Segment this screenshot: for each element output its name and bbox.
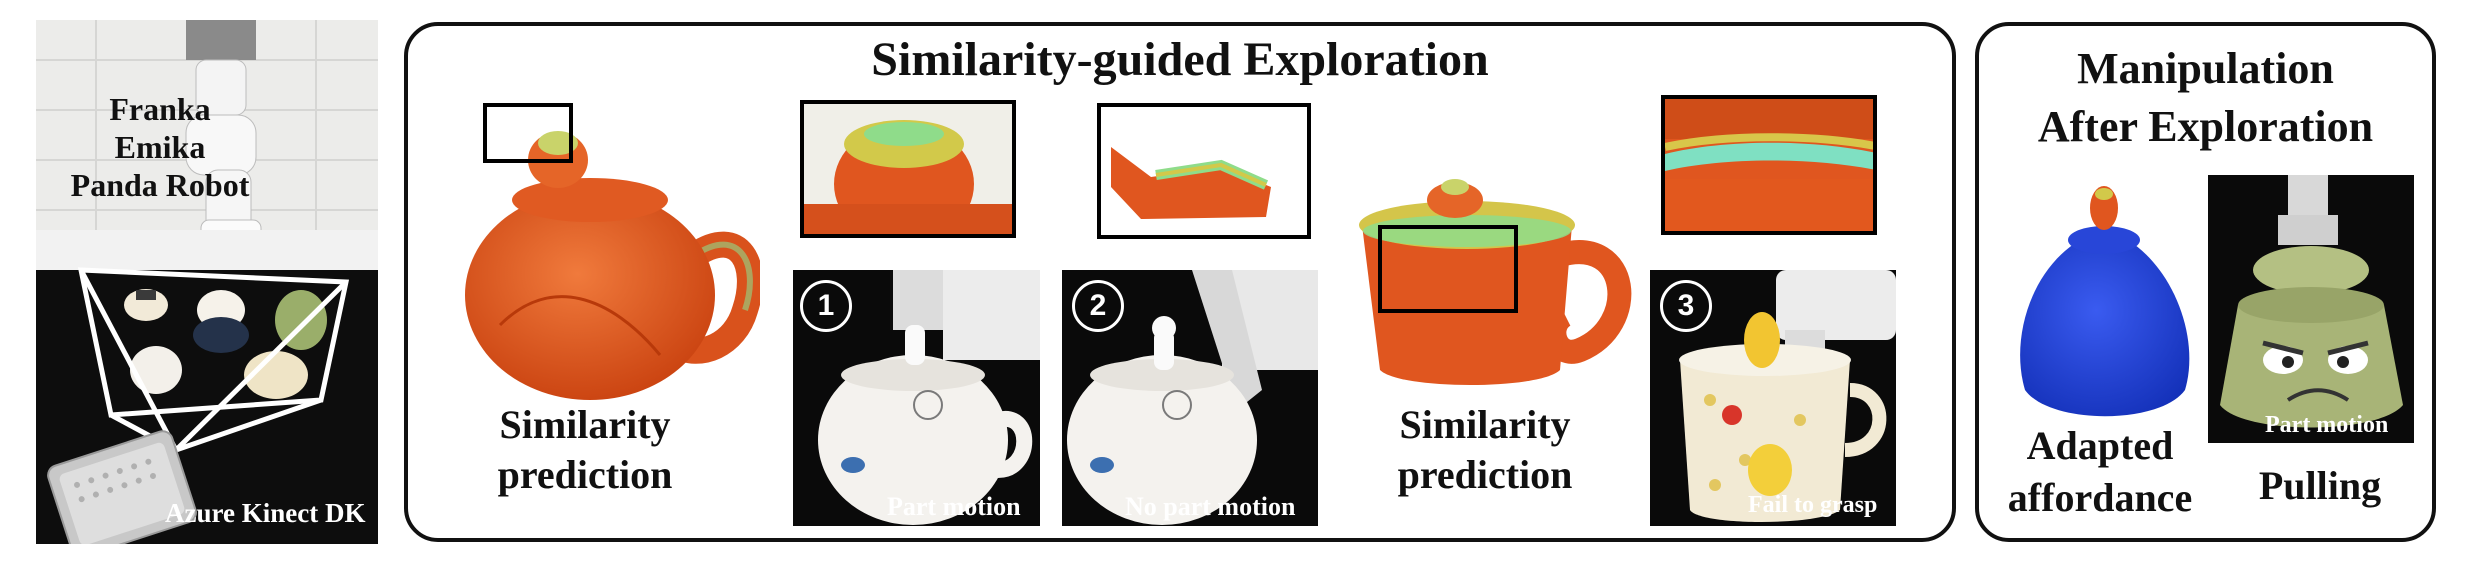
similarity-label-2: Similarity prediction bbox=[1397, 402, 1573, 497]
zoom-knob bbox=[800, 100, 1016, 238]
camera-label: Azure Kinect DK bbox=[165, 498, 366, 528]
step-number-2: 2 bbox=[1072, 280, 1124, 332]
step-number-1: 1 bbox=[800, 280, 852, 332]
robot-label: Franka Emika Panda Robot bbox=[70, 91, 250, 203]
pulling-photo-caption: Part motion bbox=[2265, 412, 2389, 438]
cup-highlight-box bbox=[1378, 225, 1518, 313]
setup-photo bbox=[36, 20, 378, 544]
zoom-rim bbox=[1097, 103, 1311, 239]
action-label: Pulling bbox=[2258, 463, 2382, 508]
manipulation-title: Manipulation After Exploration bbox=[2037, 44, 2374, 151]
step-photo-3 bbox=[1650, 270, 1896, 526]
exploration-title: Similarity-guided Exploration bbox=[871, 33, 1489, 86]
step-caption-2: No part motion bbox=[1125, 492, 1296, 521]
step-caption-3: Fail to grasp bbox=[1748, 492, 1878, 518]
step-photo-2 bbox=[1062, 270, 1318, 526]
teapot-mesh bbox=[440, 95, 760, 405]
similarity-label-1: Similarity prediction bbox=[497, 402, 673, 497]
step-caption-1: Part motion bbox=[887, 492, 1021, 521]
step-number-3: 3 bbox=[1660, 280, 1712, 332]
teapot-highlight-box bbox=[483, 103, 573, 163]
affordance-mesh bbox=[2010, 180, 2200, 430]
pulling-photo bbox=[2208, 175, 2414, 443]
zoom-cup-rim bbox=[1661, 95, 1877, 235]
affordance-label: Adapted affordance bbox=[2007, 423, 2193, 520]
